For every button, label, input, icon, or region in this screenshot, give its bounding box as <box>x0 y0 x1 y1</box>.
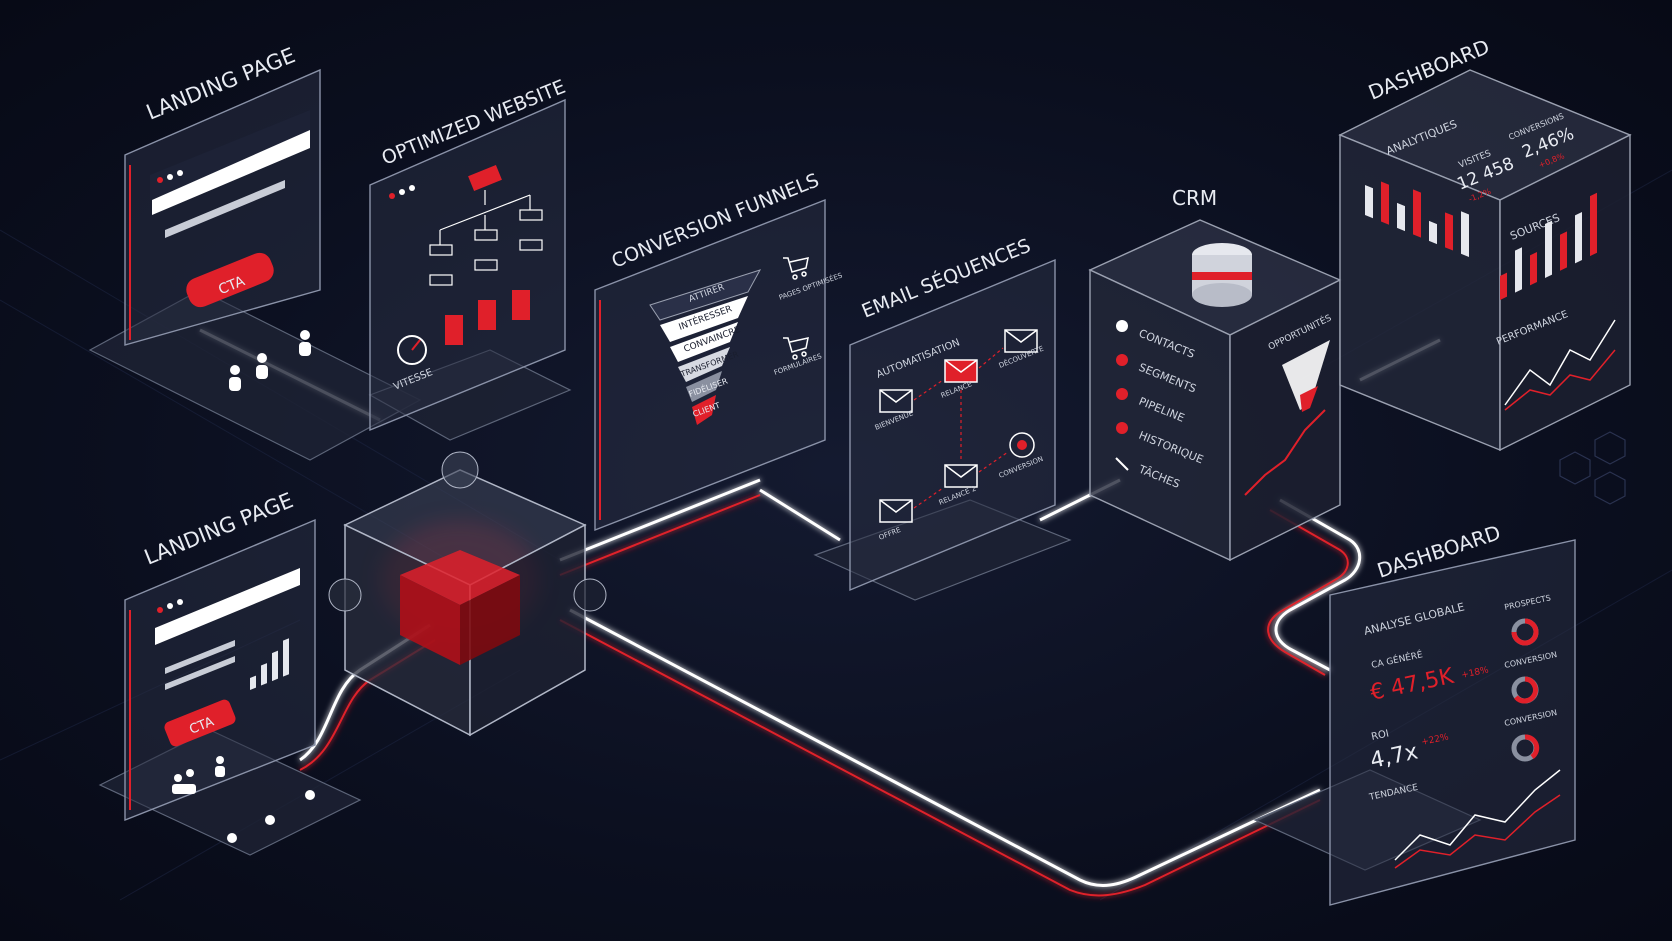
bar <box>1413 189 1421 238</box>
optimized-website: VITESSE OPTIMIZED WEBSITE <box>368 76 572 441</box>
user-icons <box>229 330 311 391</box>
email-sequences: EMAIL SÉQUENCES AUTOMATISATION BIENVENUE… <box>813 234 1072 601</box>
crm-title: CRM <box>1172 186 1217 210</box>
crm-block: CRM CONTACTS SEGMENTS PIPELINE HISTORIQU… <box>1088 186 1342 562</box>
bar <box>1515 247 1522 293</box>
connector-hub-to-dashboard-red <box>559 619 1321 897</box>
database-icon <box>1192 243 1252 307</box>
website-panel <box>369 98 566 432</box>
dash-top-bars <box>1365 181 1469 258</box>
email-node-relance2-icon <box>944 464 978 488</box>
connector-funnel-to-email <box>759 488 841 542</box>
bar <box>1461 211 1469 258</box>
bar <box>250 675 256 690</box>
crm-trend-line <box>1244 409 1326 496</box>
funnel-steps <box>649 269 762 425</box>
connector-landing-bottom-red <box>299 639 436 771</box>
window-dot-icon <box>157 177 163 183</box>
connector-crm-to-dashboard-bottom <box>1274 498 1361 672</box>
puzzle-hub <box>328 451 607 737</box>
crm-item-icons <box>1115 320 1129 471</box>
bar <box>1381 181 1389 225</box>
sitemap-tree <box>429 190 543 286</box>
kpi-donuts <box>1511 618 1540 762</box>
bar <box>283 638 289 677</box>
decor-hexes <box>1559 431 1626 505</box>
email-node-discovery-icon <box>1004 329 1038 353</box>
bar <box>1397 202 1405 232</box>
landing-top-cta-button[interactable] <box>183 249 278 311</box>
dash-bottom-trend-line <box>1394 769 1561 861</box>
dash-bottom-panel <box>1329 539 1576 906</box>
bar <box>1500 272 1507 300</box>
connector-hub-to-funnel <box>559 478 761 562</box>
dash-bottom-roi-label: ROI <box>1370 728 1390 742</box>
speed-gauge-icon <box>397 335 427 365</box>
email-node-conversion-icon <box>1009 432 1035 458</box>
bar <box>1560 231 1567 271</box>
dashboard-top: DASHBOARD ANALYTIQUES VISITES 12 458 -1,… <box>1338 34 1632 452</box>
dash-top-source-bars <box>1500 192 1597 300</box>
landing-bottom-cta-button[interactable] <box>163 698 238 748</box>
bar <box>1575 212 1582 264</box>
connector-crm-to-dashboard-red <box>1267 509 1349 676</box>
connector-hub-to-dashboard-bottom <box>569 608 1321 887</box>
audience-icons <box>172 756 315 843</box>
bar <box>1590 192 1597 257</box>
email-nodes <box>879 329 1038 523</box>
dash-top-performance-line <box>1504 319 1616 406</box>
cart-icon <box>783 257 809 360</box>
email-node-offer-icon <box>879 499 913 523</box>
connector-hub-to-funnel-red <box>559 494 761 576</box>
bar <box>1445 212 1453 251</box>
sitemap-root-node <box>468 164 502 192</box>
email-node-welcome-icon <box>879 389 913 413</box>
landing-bottom-bars <box>250 638 289 690</box>
bar <box>1365 185 1373 219</box>
bar <box>272 650 278 682</box>
bar <box>261 663 267 686</box>
conversion-funnels: ATTIRER INTÉRESSER CONVAINCRE TRANSFORME… <box>594 169 844 532</box>
dashboard-bottom: DASHBOARD ANALYSE GLOBALE CA GÉNÉRÉ € 47… <box>1253 520 1576 906</box>
page-thumbnails <box>445 290 530 345</box>
bar <box>1530 251 1537 286</box>
bar <box>1545 220 1552 279</box>
bar <box>1429 220 1437 245</box>
landing-page-bottom: CTA LANDING PAGE <box>98 488 362 856</box>
